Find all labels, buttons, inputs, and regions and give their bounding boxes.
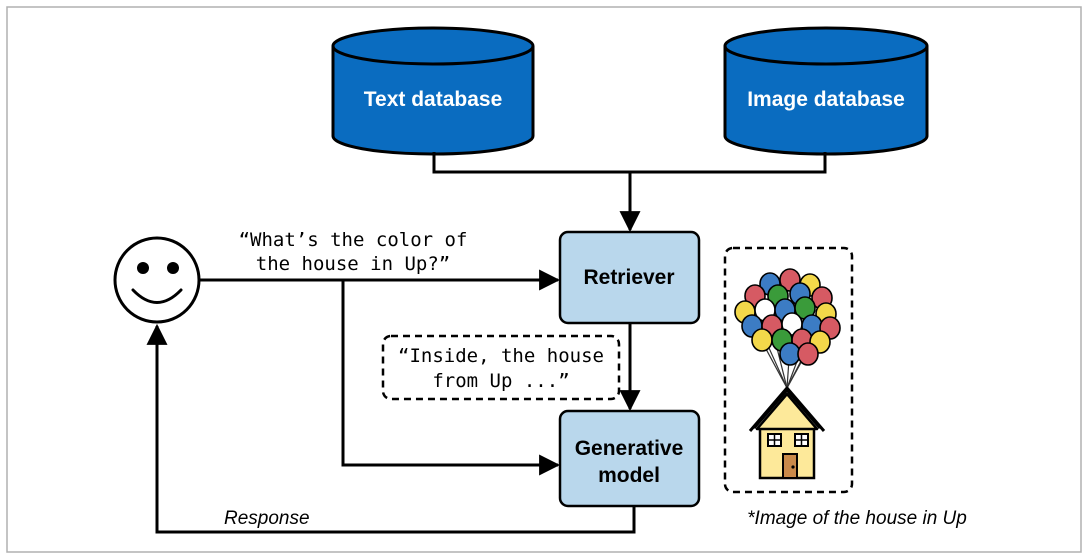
query-text-line1: “What’s the color of bbox=[239, 229, 468, 251]
house-icon bbox=[748, 386, 826, 480]
generative-label-line2: model bbox=[598, 464, 660, 487]
user-smiley-icon bbox=[113, 236, 201, 324]
retriever-label: Retriever bbox=[583, 266, 674, 289]
database-connector bbox=[432, 152, 827, 233]
balloon bbox=[751, 328, 773, 352]
response-arrow bbox=[146, 323, 636, 534]
retriever-box: Retriever bbox=[558, 230, 701, 325]
balloon bbox=[779, 342, 801, 366]
generative-label-line1: Generative bbox=[575, 437, 684, 460]
image-database: Image database bbox=[723, 26, 929, 156]
image-database-label: Image database bbox=[747, 88, 905, 111]
text-database-label: Text database bbox=[364, 88, 503, 111]
balloons-icon bbox=[734, 268, 841, 366]
generative-model-box: Generative model bbox=[558, 409, 701, 508]
retrieved-text-box: “Inside, the house from Up ...” bbox=[381, 334, 621, 401]
frame-border bbox=[6, 6, 1082, 553]
response-label: Response bbox=[224, 508, 310, 529]
text-database: Text database bbox=[331, 26, 535, 156]
retrieved-text-line2: from Up ...” bbox=[432, 370, 569, 392]
image-caption: *Image of the house in Up bbox=[747, 508, 967, 529]
balloon bbox=[797, 342, 819, 366]
query-arrows bbox=[200, 269, 561, 476]
retrieved-text-line1: “Inside, the house bbox=[398, 345, 604, 367]
query-text-line2: the house in Up?” bbox=[256, 253, 450, 275]
